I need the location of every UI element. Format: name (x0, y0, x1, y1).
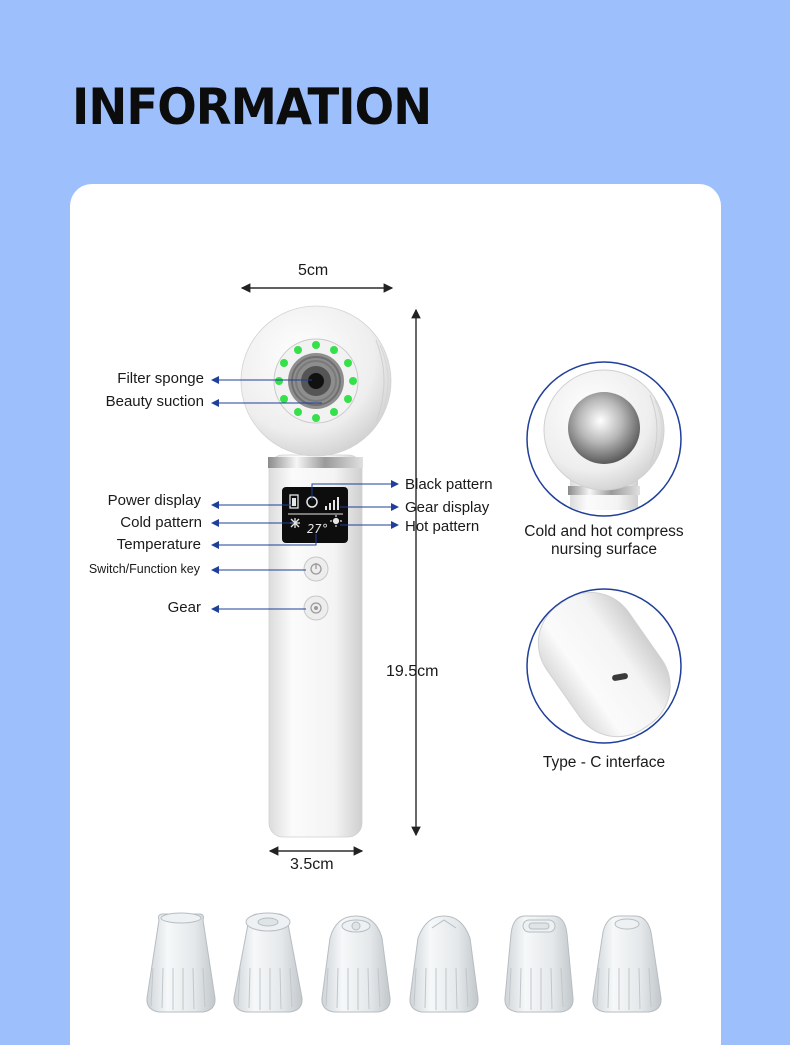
power-display-label: Power display (107, 492, 201, 509)
compress-caption: Cold and hot compress nursing surface (504, 523, 704, 559)
display-screen: 27° (282, 487, 348, 543)
head-width-label: 5cm (298, 262, 329, 279)
usb-c-port-icon (612, 673, 628, 681)
typec-caption: Type - C interface (542, 754, 666, 771)
black-pattern-label: Black pattern (405, 476, 493, 493)
nozzle-5 (504, 915, 574, 1013)
page-title: INFORMATION (72, 78, 432, 136)
nozzle-2 (233, 912, 303, 1013)
led-ring-icon (275, 341, 357, 422)
compress-surface-inset (526, 361, 682, 517)
cold-pattern-label: Cold pattern (120, 514, 202, 531)
callout-lines (211, 376, 399, 613)
signal-bars-icon (325, 497, 339, 510)
nozzle-3 (321, 915, 391, 1013)
device-body (240, 305, 392, 838)
device-buttons (303, 556, 329, 621)
height-label: 19.5cm (386, 663, 439, 680)
nozzle-1 (146, 912, 216, 1013)
gear-icon (310, 602, 322, 614)
nozzle-4 (409, 915, 479, 1013)
handle-width-label: 3.5cm (290, 856, 334, 873)
switch-function-key-label: Switch/Function key (88, 562, 200, 576)
temperature-label: Temperature (116, 536, 201, 553)
nozzle-heads (146, 912, 662, 1013)
filter-sponge-label: Filter sponge (117, 370, 204, 387)
sun-icon (330, 515, 342, 527)
compress-caption-line2: nursing surface (551, 541, 657, 558)
gear-display-label: Gear display (405, 499, 490, 516)
temperature-readout: 27° (307, 522, 329, 536)
nozzle-6 (592, 915, 662, 1013)
battery-icon (289, 494, 299, 509)
beauty-suction-label: Beauty suction (105, 393, 204, 410)
typec-inset (526, 588, 682, 744)
hot-pattern-label: Hot pattern (405, 518, 480, 535)
gear-label: Gear (167, 599, 201, 616)
dimension-arrows (240, 283, 421, 856)
compress-caption-line1: Cold and hot compress (524, 523, 684, 540)
